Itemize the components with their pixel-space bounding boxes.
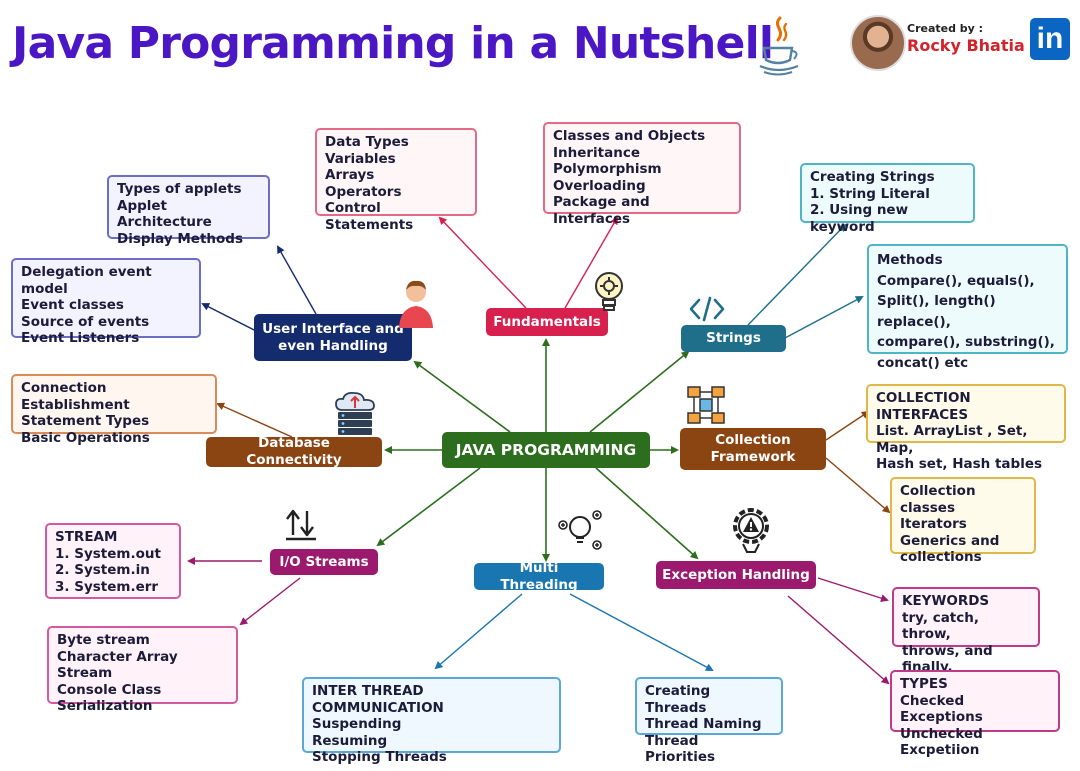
node-fundamentals: Fundamentals: [486, 308, 608, 336]
box-string-methods: Methods Compare(), equals(), Split(), le…: [867, 244, 1068, 371]
box-line: Checked Exceptions: [900, 692, 983, 726]
person-icon: [399, 280, 433, 328]
node-multi-threading: Multi Threading: [474, 560, 604, 593]
creator-avatar: [850, 15, 906, 71]
bulb-plus-icon: [558, 510, 602, 550]
arrows-up-down-icon: [286, 509, 316, 541]
box-fundamentals-oop: Classes and Objects Inheritance Polymorp…: [543, 122, 741, 227]
box-line: Display Methods: [117, 230, 243, 247]
box-heading: Methods: [877, 252, 943, 268]
box-line: Control Statements: [325, 200, 414, 233]
box-line: Event Listeners: [21, 330, 140, 347]
box-line: Operators: [325, 183, 402, 200]
box-inter-thread-communication: INTER THREAD COMMUNICATION Suspending Re…: [302, 677, 561, 765]
box-line: Inheritance: [553, 144, 641, 161]
box-heading: STREAM: [55, 529, 118, 545]
creator-name: Rocky Bhatia: [907, 36, 1025, 55]
node-exception-handling: Exception Handling: [656, 561, 816, 589]
box-line: Arrays: [325, 167, 375, 184]
box-line: Stopping Threads: [312, 749, 447, 766]
box-line: Serialization: [57, 698, 153, 715]
box-exception-keywords: KEYWORDS try, catch, throw, throws, and …: [892, 587, 1040, 675]
box-line: Delegation event model: [21, 264, 152, 297]
box-line: Thread Naming: [645, 716, 762, 733]
box-line: Generics and: [900, 532, 1000, 549]
box-line: Event classes: [21, 297, 124, 314]
box-exception-types: TYPES Checked Exceptions Unchecked Excpe…: [890, 670, 1060, 758]
node-io-streams: I/O Streams: [270, 549, 378, 575]
box-creating-strings: Creating Strings 1. String Literal 2. Us…: [800, 163, 975, 235]
box-heading: KEYWORDS: [902, 593, 990, 609]
created-by-label: Created by :: [907, 22, 984, 35]
box-creating-threads: Creating Threads Thread Naming Thread Pr…: [635, 677, 783, 765]
box-line: Iterators: [900, 516, 967, 533]
page-title: Java Programming in a Nutshell: [12, 18, 774, 69]
box-collection-classes: Collection classes Iterators Generics an…: [890, 477, 1036, 565]
box-line: Variables: [325, 150, 396, 167]
code-brackets-icon: [689, 296, 725, 322]
box-line: Character Array Stream: [57, 648, 178, 682]
node-database-connectivity: Database Connectivity: [206, 435, 382, 468]
box-line: Compare(), equals(),: [877, 272, 1035, 289]
box-line: Suspending: [312, 716, 402, 733]
box-line: Creating Threads: [645, 683, 711, 716]
box-line: Overloading: [553, 177, 646, 194]
box-line: Applet Architecture: [117, 197, 212, 231]
box-line: List. ArrayList , Set, Map,: [876, 423, 1028, 456]
box-line: 2. System.in: [55, 562, 150, 579]
box-line: Statement Types: [21, 413, 150, 430]
box-heading: INTER THREAD COMMUNICATION: [312, 683, 444, 716]
box-line: try, catch, throw,: [902, 609, 979, 643]
box-line: collections: [900, 549, 982, 566]
box-line: 1. System.out: [55, 545, 161, 562]
box-byte-stream: Byte stream Character Array Stream Conso…: [47, 626, 238, 714]
box-events: Delegation event model Event classes Sou…: [11, 258, 201, 346]
box-line: compare(), substring(),: [877, 334, 1055, 350]
box-line: 2. Using new keyword: [810, 202, 909, 235]
box-line: Types of applets: [117, 181, 242, 197]
network-blocks-icon: [687, 386, 725, 424]
box-line: Classes and Objects: [553, 128, 706, 144]
box-fundamentals-basics: Data Types Variables Arrays Operators Co…: [315, 128, 477, 233]
box-line: Package and Interfaces: [553, 194, 650, 227]
box-heading: COLLECTION INTERFACES: [876, 390, 971, 423]
box-line: Thread Priorities: [645, 732, 716, 766]
box-line: Console Class: [57, 681, 162, 698]
box-line: Polymorphism: [553, 161, 662, 178]
box-line: Source of events: [21, 313, 150, 330]
linkedin-icon[interactable]: in: [1030, 18, 1070, 60]
box-line: Data Types: [325, 134, 409, 150]
box-heading: TYPES: [900, 676, 948, 692]
node-strings: Strings: [681, 325, 786, 352]
box-line: Unchecked Excpetiion: [900, 725, 983, 759]
box-line: Basic Operations: [21, 429, 150, 446]
lightbulb-gear-icon: [595, 272, 623, 311]
box-line: Resuming: [312, 732, 388, 749]
box-line: Connection Establishment: [21, 380, 130, 413]
warning-gear-icon: [733, 508, 769, 553]
box-line: 3. System.err: [55, 578, 159, 595]
box-applets: Types of applets Applet Architecture Dis…: [107, 175, 270, 247]
box-jdbc: Connection Establishment Statement Types…: [11, 374, 217, 446]
box-heading: Byte stream: [57, 632, 150, 648]
box-line: Split(), length() replace(),: [877, 293, 996, 330]
node-collection-framework: Collection Framework: [680, 428, 826, 470]
box-heading: Creating Strings: [810, 169, 935, 185]
box-line: Hash set, Hash tables: [876, 456, 1043, 473]
node-user-interface: User Interface and even Handling: [254, 314, 412, 361]
cloud-server-icon: [335, 391, 375, 435]
box-stream: STREAM 1. System.out 2. System.in 3. Sys…: [45, 523, 181, 599]
box-collection-interfaces: COLLECTION INTERFACES List. ArrayList , …: [866, 384, 1066, 472]
box-line: concat() etc: [877, 354, 969, 371]
center-node: JAVA PROGRAMMING: [442, 432, 650, 468]
java-coffee-cup-icon: [759, 16, 799, 76]
box-line: 1. String Literal: [810, 185, 930, 202]
box-line: Collection classes: [900, 483, 976, 516]
